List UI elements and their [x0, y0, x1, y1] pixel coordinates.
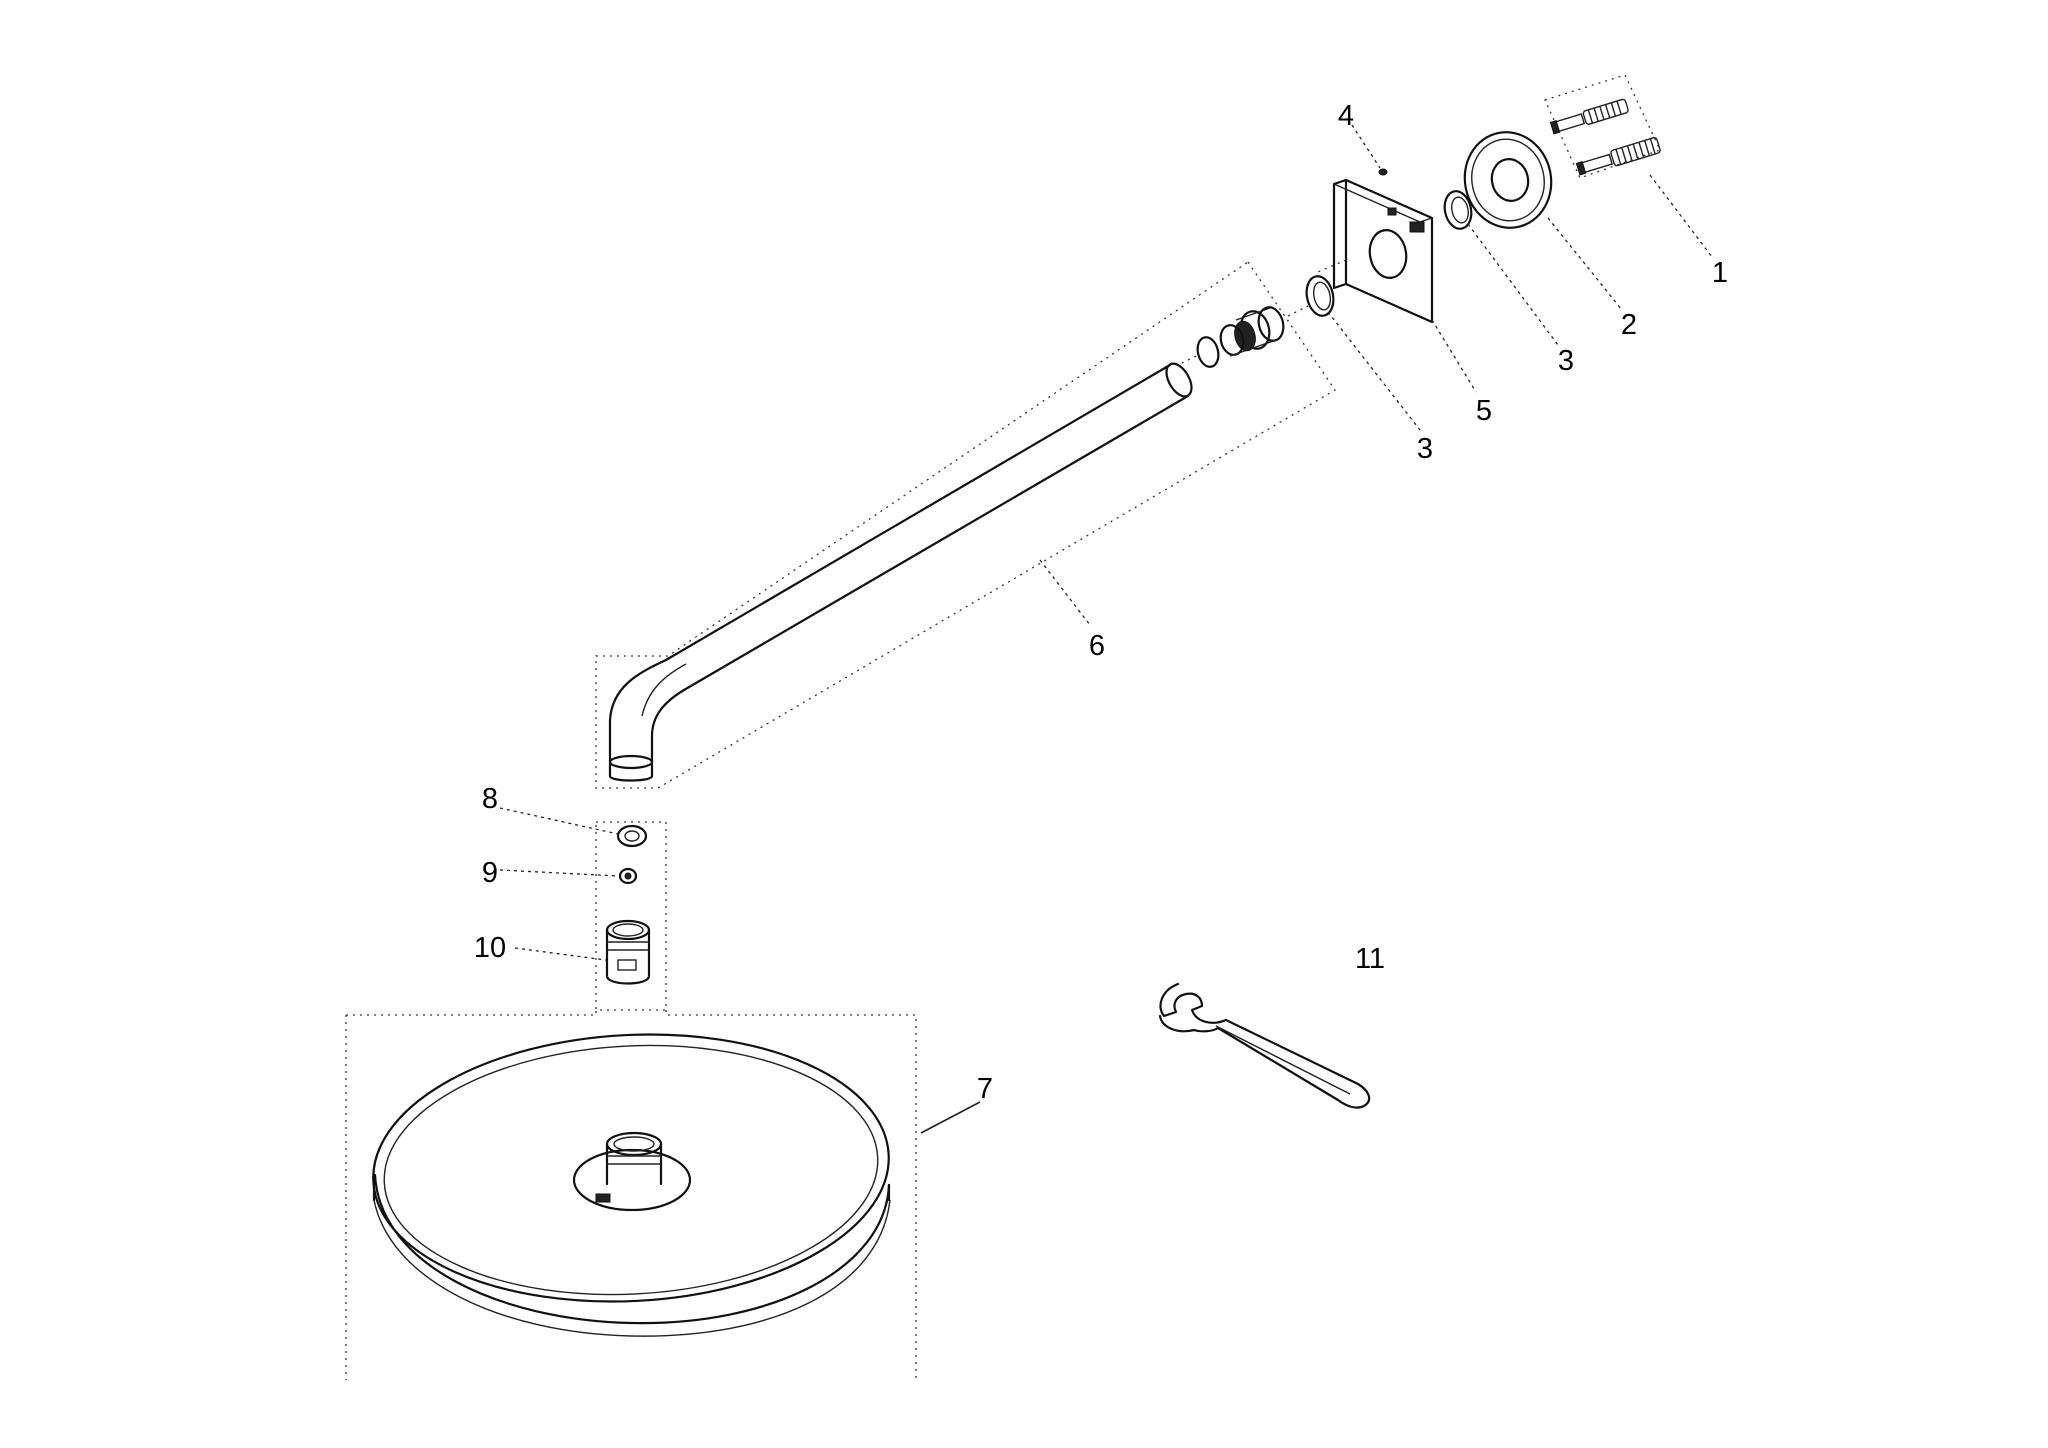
- callout-3-lower: 3: [1417, 433, 1433, 465]
- callout-3-upper: 3: [1558, 345, 1574, 377]
- callout-5: 5: [1476, 395, 1492, 427]
- callout-9: 9: [482, 857, 498, 889]
- callout-1: 1: [1712, 257, 1728, 289]
- part-11-spanner: [1158, 982, 1371, 1109]
- part-4-set-screw: [1351, 124, 1388, 176]
- part-2-cover-rosette: [1463, 131, 1623, 311]
- part-9-filter: [499, 867, 638, 885]
- arm-connector-nipple: [1179, 305, 1309, 368]
- part-7-overhead-shower: [345, 1010, 981, 1380]
- part-8-washer: [499, 807, 648, 848]
- head-connector-group: [595, 821, 667, 1011]
- callout-11: 11: [1355, 943, 1385, 975]
- callout-8: 8: [482, 783, 498, 815]
- part-5-wall-plate: [1317, 178, 1477, 393]
- callout-10: 10: [474, 932, 506, 964]
- part-6-shower-arm: [595, 261, 1336, 789]
- callout-7: 7: [977, 1073, 993, 1105]
- callout-6: 6: [1089, 630, 1105, 662]
- part-10-ball-joint: [514, 919, 651, 985]
- callout-4: 4: [1338, 100, 1354, 132]
- part-1-screws-and-plugs: [1544, 74, 1713, 258]
- callout-2: 2: [1621, 309, 1637, 341]
- part-3-seal-ring-lower: [1305, 275, 1421, 431]
- part-3-seal-ring-upper: [1443, 190, 1559, 346]
